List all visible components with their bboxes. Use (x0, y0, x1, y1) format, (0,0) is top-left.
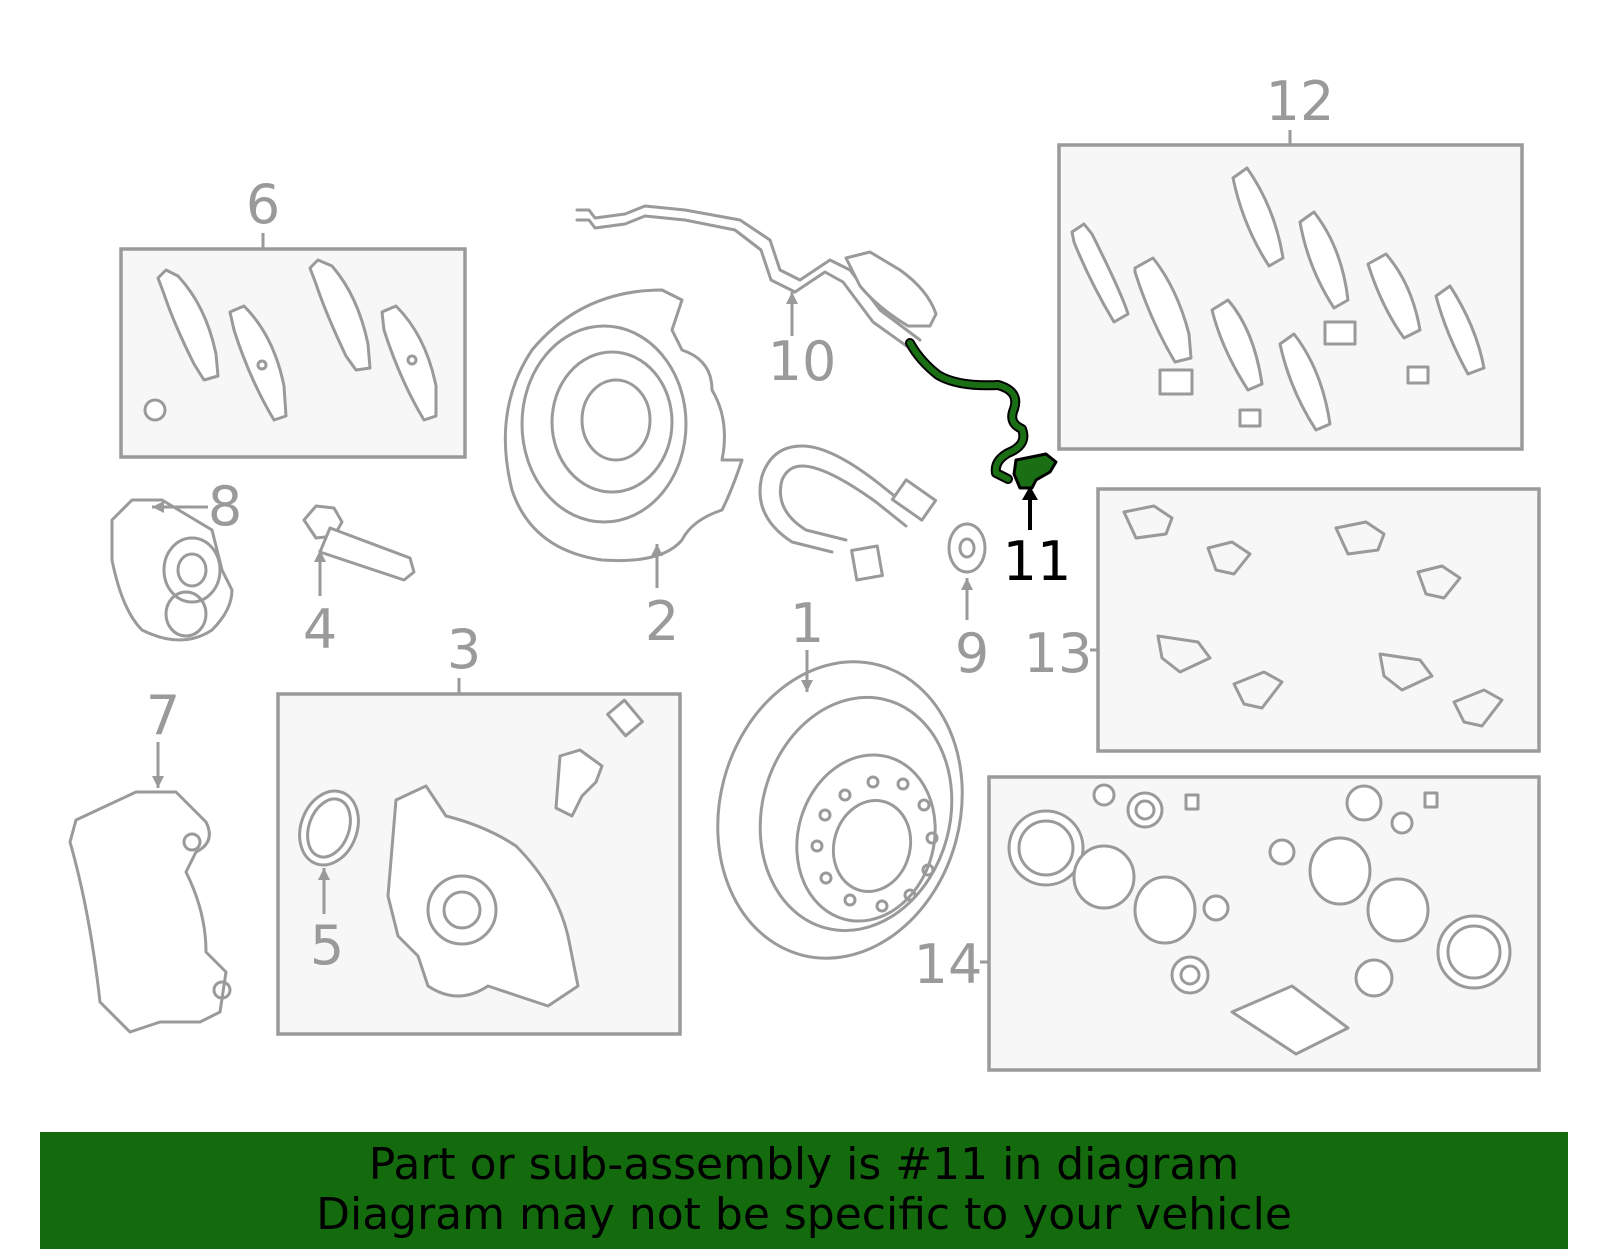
callout-9: 9 (955, 622, 989, 685)
callout-12: 12 (1266, 70, 1335, 133)
callout-10: 10 (768, 330, 837, 393)
part-7-caliper-bracket (68, 790, 232, 1034)
part-6-brake-pads (143, 258, 438, 422)
part-14-seal-kit (1007, 783, 1512, 1056)
part-3-knuckle (298, 698, 644, 1008)
leader-lines (152, 130, 1292, 964)
callout-3: 3 (447, 618, 481, 681)
callout-8: 8 (208, 475, 242, 538)
callout-13: 13 (1024, 622, 1093, 685)
callout-1: 1 (790, 592, 824, 655)
callout-11: 11 (1003, 530, 1072, 593)
part-12-pad-set (1070, 166, 1486, 432)
part-13-clip-set (1122, 504, 1504, 728)
callout-14: 14 (914, 933, 983, 996)
part-11-sensor-wire (905, 338, 1058, 490)
callout-5: 5 (310, 914, 344, 977)
group-box-13 (1096, 487, 1541, 753)
part-8-actuator (110, 498, 234, 642)
part-4-bolt (302, 504, 416, 582)
banner-line-1: Part or sub-assembly is #11 in diagram (368, 1139, 1240, 1190)
callout-7: 7 (146, 684, 180, 747)
callout-2: 2 (645, 590, 679, 653)
callout-6: 6 (246, 173, 280, 236)
info-banner: Part or sub-assembly is #11 in diagram D… (40, 1132, 1568, 1249)
part-1-rotor (716, 660, 964, 960)
callout-4: 4 (303, 598, 337, 661)
part-9-hose (758, 444, 987, 582)
banner-line-2: Diagram may not be specific to your vehi… (316, 1189, 1292, 1240)
part-2-backing-plate (503, 288, 744, 563)
part-10-harness (575, 204, 938, 354)
